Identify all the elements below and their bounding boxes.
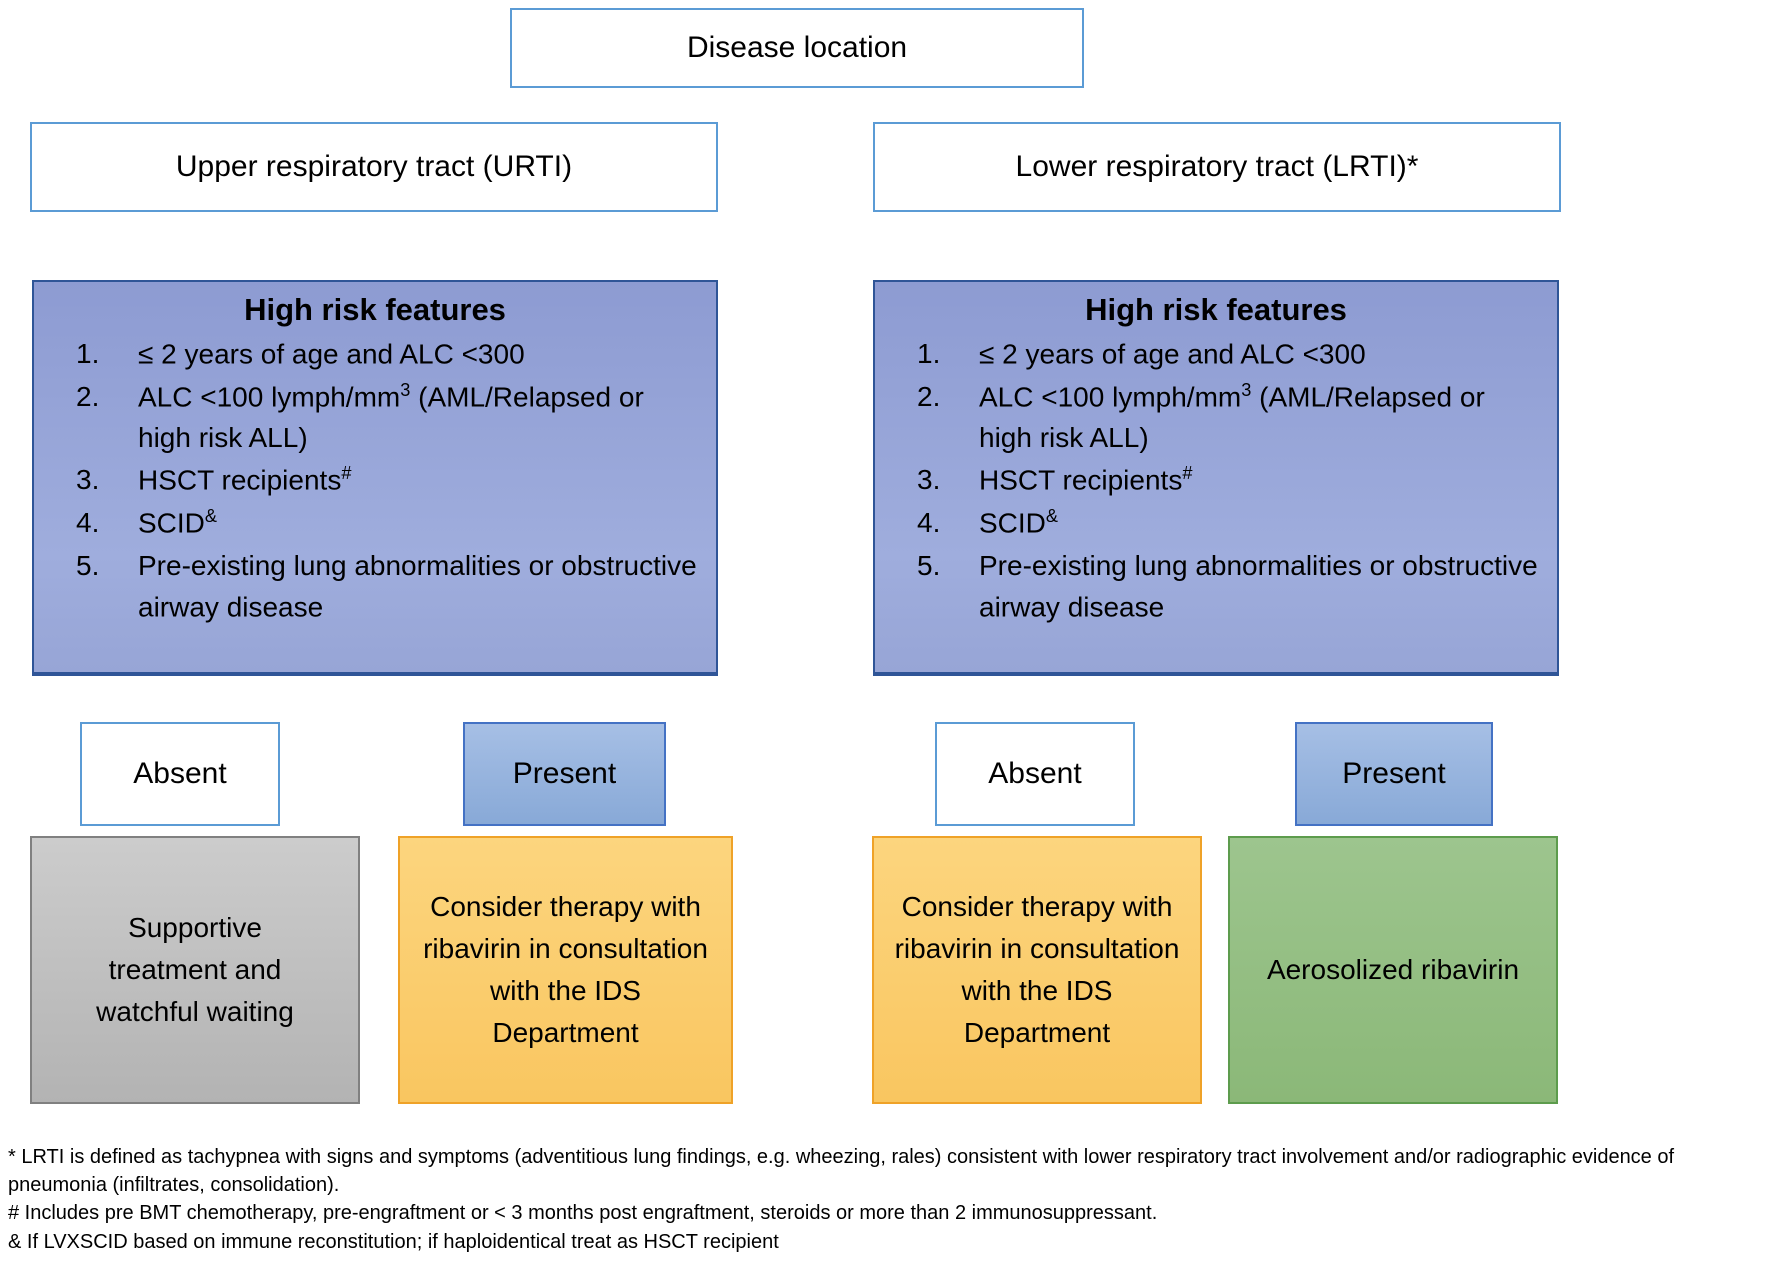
outcome-ribavirin-consult-urti-box: Consider therapy with ribavirin in consu… bbox=[398, 836, 733, 1104]
footnote-scid: & If LVXSCID based on immune reconstitut… bbox=[8, 1230, 779, 1253]
lrti-branch-box: Lower respiratory tract (LRTI)* bbox=[873, 122, 1561, 212]
footnote-hsct-criteria: # Includes pre BMT chemotherapy, pre-eng… bbox=[8, 1202, 1158, 1225]
disease-location-box: Disease location bbox=[510, 8, 1084, 88]
footnote-lrti-definition: * LRTI is defined as tachypnea with sign… bbox=[8, 1146, 1675, 1196]
item-text: Pre-existing lung abnormalities or obstr… bbox=[138, 550, 697, 623]
high-risk-box-lrti: High risk features 1. ≤ 2 years of age a… bbox=[873, 280, 1559, 676]
item-text: SCID& bbox=[979, 506, 1059, 539]
item-number: 4. bbox=[917, 507, 941, 539]
lrti-branch-label: Lower respiratory tract (LRTI)* bbox=[1015, 150, 1419, 183]
item-number: 5. bbox=[76, 550, 100, 582]
present-label: Present bbox=[1342, 757, 1446, 790]
outcome-ribavirin-consult-lrti-box: Consider therapy with ribavirin in consu… bbox=[872, 836, 1202, 1104]
item-number: 3. bbox=[76, 464, 100, 496]
item-text: Pre-existing lung abnormalities or obstr… bbox=[979, 550, 1538, 623]
absent-label: Absent bbox=[988, 757, 1082, 790]
item-text: HSCT recipients# bbox=[138, 463, 352, 496]
urti-branch-label: Upper respiratory tract (URTI) bbox=[175, 150, 573, 183]
absent-label: Absent bbox=[133, 757, 227, 790]
high-risk-item: 3. HSCT recipients# bbox=[875, 460, 1557, 501]
high-risk-title: High risk features bbox=[1085, 292, 1347, 327]
item-text: SCID& bbox=[138, 506, 218, 539]
high-risk-title: High risk features bbox=[244, 292, 506, 327]
item-text: ALC <100 lymph/mm3 (AML/Relapsed or high… bbox=[979, 379, 1485, 453]
present-label: Present bbox=[512, 757, 617, 790]
item-number: 1. bbox=[917, 338, 941, 369]
high-risk-item: 5. Pre-existing lung abnormalities or ob… bbox=[875, 546, 1557, 628]
present-box-urti: Present bbox=[463, 722, 666, 826]
high-risk-item: 2. ALC <100 lymph/mm3 (AML/Relapsed or h… bbox=[875, 377, 1557, 459]
item-text: HSCT recipients# bbox=[979, 463, 1193, 496]
urti-branch-box: Upper respiratory tract (URTI) bbox=[30, 122, 718, 212]
item-number: 4. bbox=[76, 507, 100, 539]
high-risk-item: 3. HSCT recipients# bbox=[34, 460, 716, 501]
outcome-ribavirin-consult-text: Consider therapy with ribavirin in consu… bbox=[423, 891, 708, 1048]
high-risk-item: 2. ALC <100 lymph/mm3 (AML/Relapsed or h… bbox=[34, 377, 716, 459]
item-number: 3. bbox=[917, 464, 941, 496]
outcome-aerosolized-ribavirin-text: Aerosolized ribavirin bbox=[1266, 954, 1520, 985]
high-risk-item: 4. SCID& bbox=[34, 503, 716, 544]
item-text: ≤ 2 years of age and ALC <300 bbox=[979, 338, 1366, 370]
high-risk-item: 5. Pre-existing lung abnormalities or ob… bbox=[34, 546, 716, 628]
item-number: 5. bbox=[917, 550, 941, 582]
item-number: 2. bbox=[76, 380, 100, 412]
high-risk-box-urti: High risk features 1. ≤ 2 years of age a… bbox=[32, 280, 718, 676]
outcome-supportive-text: Supportive treatment and watchful waitin… bbox=[96, 912, 294, 1027]
high-risk-item: 1. ≤ 2 years of age and ALC <300 bbox=[34, 334, 716, 375]
present-box-lrti: Present bbox=[1295, 722, 1493, 826]
absent-box-lrti: Absent bbox=[935, 722, 1135, 826]
outcome-aerosolized-ribavirin-box: Aerosolized ribavirin bbox=[1228, 836, 1558, 1104]
item-text: ≤ 2 years of age and ALC <300 bbox=[138, 338, 525, 370]
absent-box-urti: Absent bbox=[80, 722, 280, 826]
disease-location-label: Disease location bbox=[686, 31, 908, 64]
footnotes: * LRTI is defined as tachypnea with sign… bbox=[8, 1144, 1762, 1257]
outcome-ribavirin-consult-text: Consider therapy with ribavirin in consu… bbox=[894, 891, 1180, 1048]
high-risk-item: 1. ≤ 2 years of age and ALC <300 bbox=[875, 334, 1557, 375]
item-text: ALC <100 lymph/mm3 (AML/Relapsed or high… bbox=[138, 379, 644, 453]
high-risk-item: 4. SCID& bbox=[875, 503, 1557, 544]
outcome-supportive-box: Supportive treatment and watchful waitin… bbox=[30, 836, 360, 1104]
item-number: 2. bbox=[917, 380, 941, 412]
item-number: 1. bbox=[76, 338, 100, 369]
